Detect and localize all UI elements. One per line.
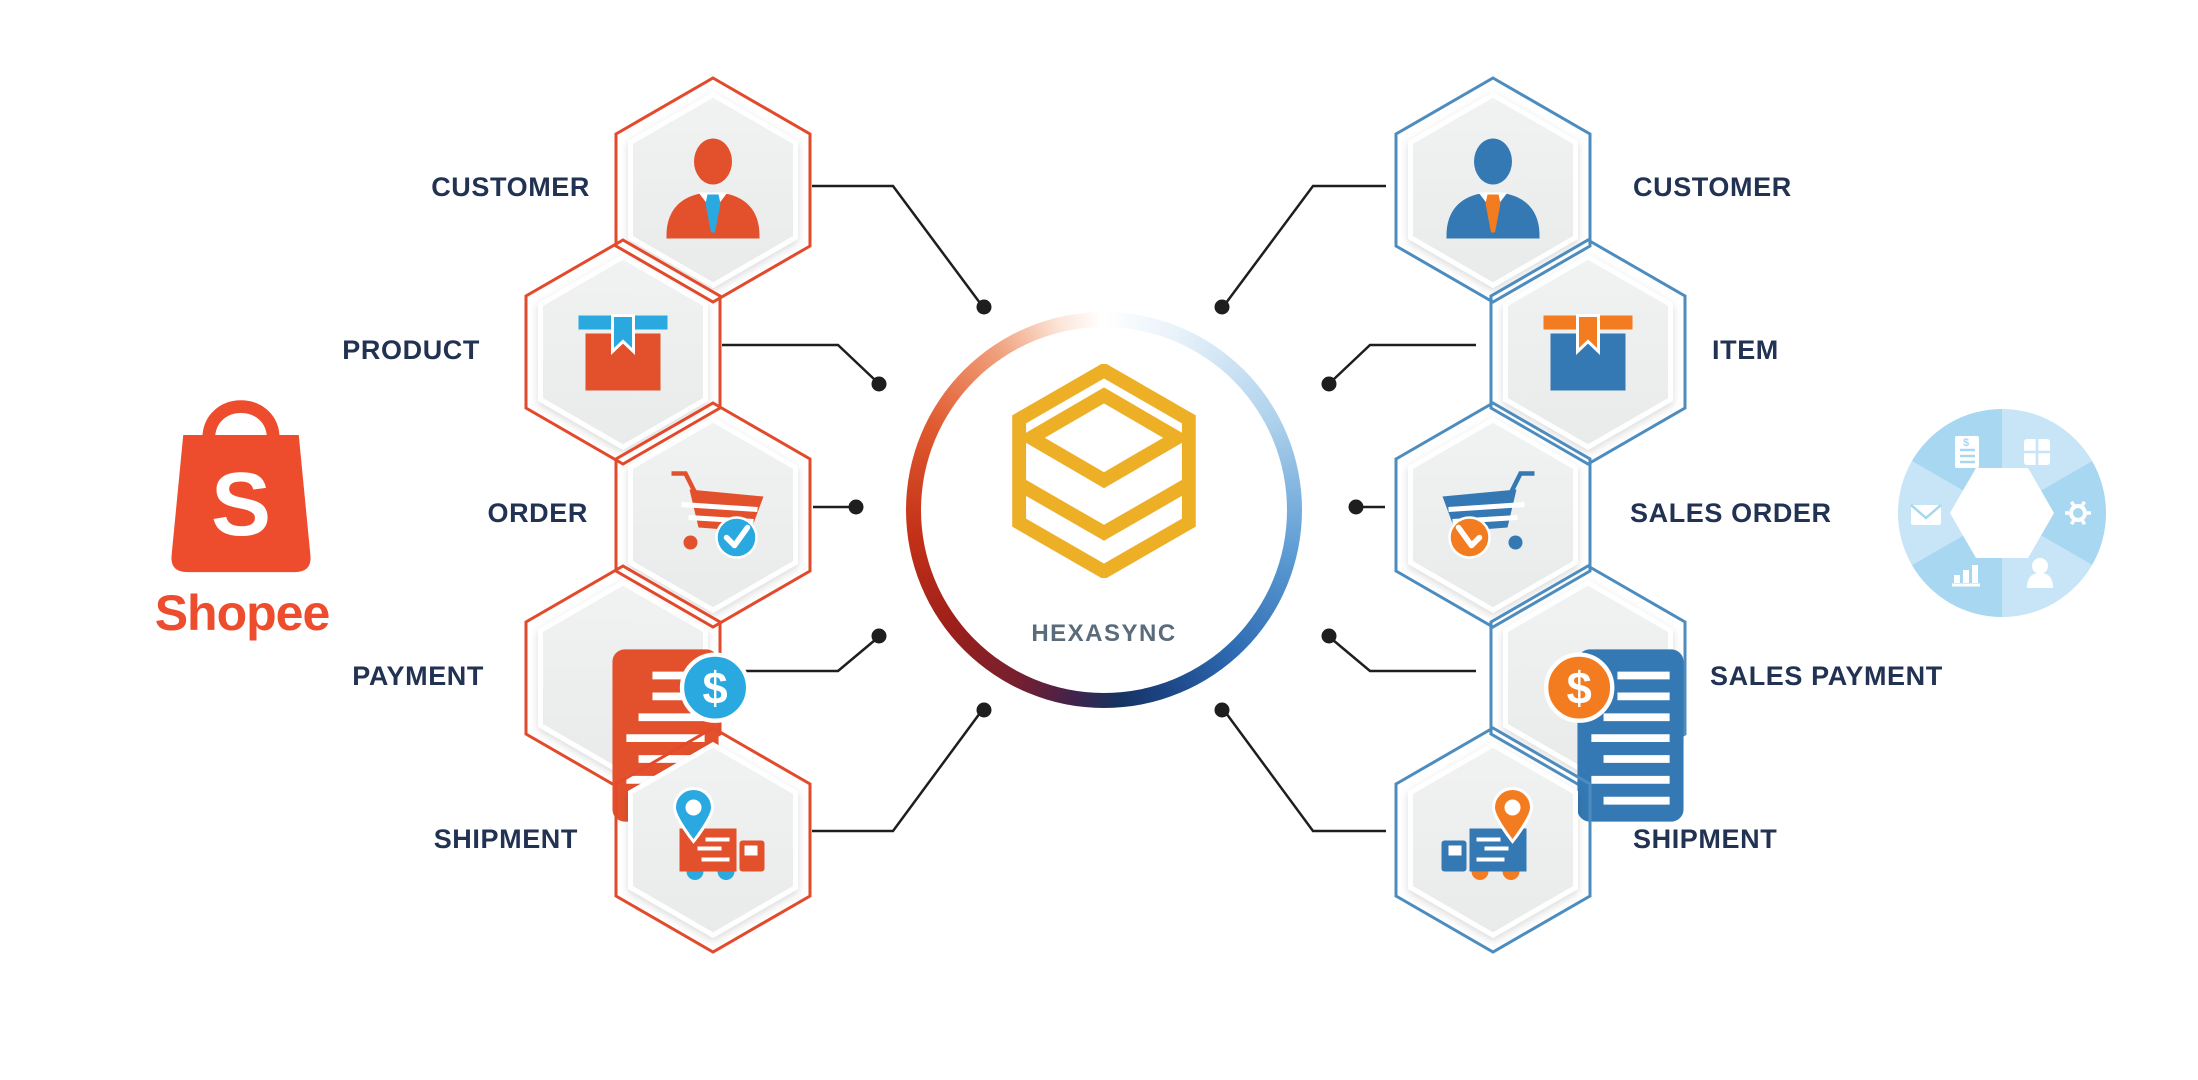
label-right-shipment: SHIPMENT: [1633, 824, 1778, 854]
bar-chart-icon: [1952, 565, 1980, 587]
shopee-wordmark: Shopee: [154, 585, 331, 641]
calculator-icon: [2024, 439, 2050, 465]
wire-left-product: [722, 343, 876, 381]
invoice-icon: $: [1955, 436, 1979, 468]
hex-right-sales-payment: $: [1488, 563, 1688, 793]
sync-gear-icon: [2065, 500, 2091, 526]
hexasync-gradient-ring: [906, 312, 1302, 708]
bag-body: [171, 435, 311, 573]
erp-watermark-logo: $: [1897, 409, 2107, 617]
label-left-shipment: SHIPMENT: [433, 824, 578, 854]
hex-left-shipment: [613, 725, 813, 955]
label-left-product: PRODUCT: [342, 335, 480, 365]
hexasync-label: HEXASYNC: [1031, 620, 1177, 647]
center-hexagon: [1950, 468, 2054, 558]
wire-left-payment: [722, 639, 876, 673]
wire-left-customer: [812, 184, 982, 304]
shopee-logo: S: [171, 400, 311, 573]
svg-text:$: $: [1963, 437, 1969, 449]
shutter-segments: [1897, 409, 2107, 617]
label-right-item: ITEM: [1712, 335, 1779, 365]
label-right-sales-payment: SALES PAYMENT: [1710, 661, 1943, 691]
wire-left-shipment: [812, 712, 982, 833]
package-icon: [577, 314, 669, 392]
wire-right-shipment: [1224, 712, 1386, 833]
invoice-dollar-icon: $: [1543, 649, 1683, 821]
bag-handle: [202, 400, 280, 440]
label-right-customer: CUSTOMER: [1633, 172, 1792, 202]
shopee-initial: S: [211, 454, 271, 555]
envelope-icon: [1910, 504, 1942, 525]
label-left-customer: CUSTOMER: [431, 172, 590, 202]
invoice-dollar-icon: $: [612, 649, 751, 821]
hex-left-payment: $: [523, 563, 751, 793]
hex-right-shipment: [1393, 725, 1593, 955]
wire-right-customer: [1224, 184, 1386, 304]
label-left-order: ORDER: [487, 498, 588, 528]
wire-right-item: [1332, 343, 1476, 381]
dollar-badge: $: [702, 662, 727, 713]
package-icon: [1542, 314, 1634, 392]
label-left-payment: PAYMENT: [352, 661, 484, 691]
person-icon: [2027, 558, 2053, 588]
wire-right-sales-payment: [1332, 639, 1476, 673]
label-right-sales-order: SALES ORDER: [1630, 498, 1832, 528]
dollar-badge: $: [1567, 662, 1592, 713]
